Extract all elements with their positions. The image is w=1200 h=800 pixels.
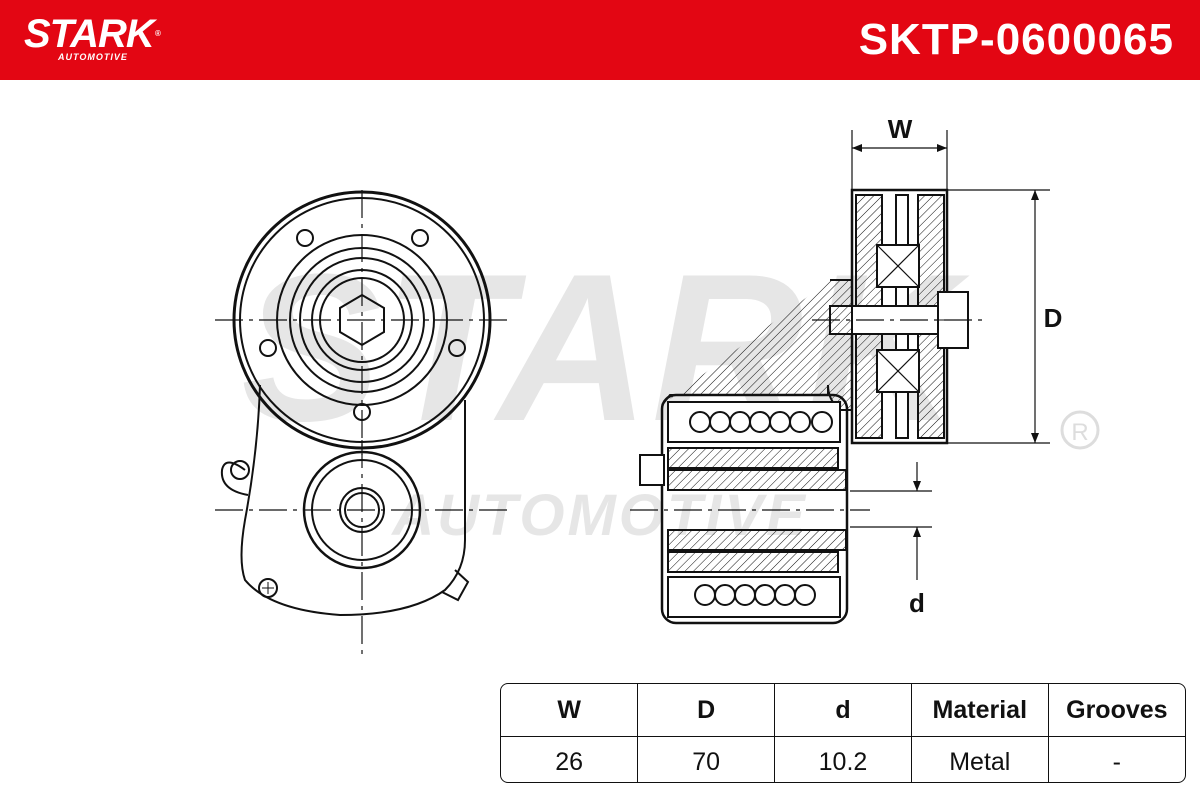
registered-mark-icon <box>1060 410 1100 450</box>
spec-header-bore: d <box>774 684 912 737</box>
spec-value-d: 70 <box>637 736 776 782</box>
front-view-centerlines <box>215 190 510 655</box>
spec-table-value-row: 26 70 10.2 Metal - <box>501 736 1185 782</box>
spec-header-w: W <box>501 684 639 737</box>
spec-header-d: D <box>637 684 776 737</box>
header-bar: STARK® AUTOMOTIVE SKTP-0600065 <box>0 0 1200 80</box>
spec-header-material: Material <box>911 684 1049 737</box>
spec-header-grooves: Grooves <box>1048 684 1185 737</box>
spec-value-material: Metal <box>911 736 1049 782</box>
dim-label-w: W <box>888 114 913 144</box>
logo-sub-text: AUTOMOTIVE <box>58 52 128 62</box>
spec-value-w: 26 <box>501 736 639 782</box>
dim-label-d-bore: d <box>909 588 925 618</box>
spec-table: W D d Material Grooves 26 70 10.2 Metal … <box>500 683 1186 783</box>
spec-value-grooves: - <box>1112 747 1121 776</box>
part-number: SKTP-0600065 <box>858 15 1174 64</box>
spec-value-bore: 10.2 <box>774 736 912 782</box>
section-view <box>639 188 969 625</box>
stark-logo: STARK® AUTOMOTIVE <box>24 12 161 62</box>
dim-label-d-diameter: D <box>1044 303 1063 333</box>
logo-brand-text: STARK <box>24 12 155 56</box>
section-view-centerlines <box>630 319 985 511</box>
technical-drawing: W D d <box>215 114 1063 655</box>
svg-text:R: R <box>1071 419 1088 446</box>
registered-mark-small: ® <box>154 29 161 38</box>
dimension-lines <box>850 130 1050 580</box>
front-view <box>220 190 492 617</box>
spec-table-header-row: W D d Material Grooves <box>501 684 1185 737</box>
